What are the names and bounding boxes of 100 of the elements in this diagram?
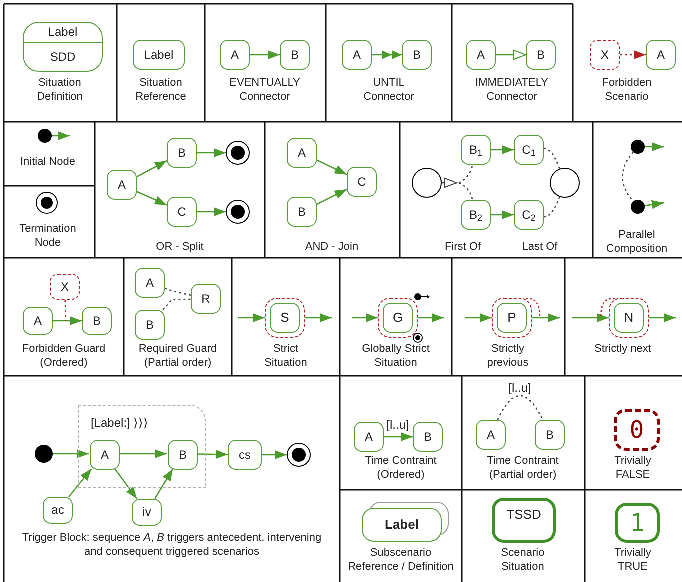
caption: Trigger Block: sequence A, B triggers antecedent, intervening and consequent triggered scenarios: [22, 531, 322, 559]
arrow: [496, 50, 526, 60]
trigger-block-frame: [78, 405, 206, 488]
node-label: 1: [630, 508, 645, 538]
node-label: B: [146, 318, 154, 332]
arrow: [644, 200, 664, 210]
caption: IMMEDIATELY Connector: [474, 76, 550, 104]
state-box: [23, 307, 53, 335]
termination-node: [226, 141, 250, 165]
arrow: [68, 468, 92, 498]
node-label: cs: [239, 448, 251, 462]
node-label: B: [92, 314, 101, 328]
state-box: [228, 440, 262, 470]
node-label: R: [202, 292, 210, 306]
node-label: B: [178, 448, 187, 462]
caption: OR - Split: [155, 240, 205, 254]
state-box: [167, 197, 197, 227]
caption: Last Of: [521, 240, 559, 254]
termination-node: [36, 192, 58, 214]
state-box: [43, 497, 73, 524]
caption: UNTIL Connector: [362, 76, 416, 104]
node-label: B: [178, 146, 186, 160]
caption: Subscenario Reference / Definition: [347, 546, 455, 574]
caption: First Of: [444, 240, 482, 254]
state-box: [287, 197, 317, 227]
node-label: A: [476, 48, 485, 62]
node-label: C: [358, 174, 366, 190]
state-box: [347, 167, 377, 197]
state-box: [280, 40, 310, 70]
node-label: C$_{2}$: [522, 208, 536, 222]
strict-state-box: [609, 298, 649, 338]
node-label: A: [352, 48, 361, 62]
caption: AND - Join: [304, 240, 360, 254]
node-label: G: [392, 310, 404, 326]
node-label: P: [508, 310, 516, 326]
node-label: B$_{2}$: [469, 208, 483, 222]
state-box: [133, 40, 185, 70]
arrow: [262, 450, 287, 460]
arrow: [119, 450, 167, 458]
node-label: X: [60, 280, 69, 294]
arrow: [316, 188, 348, 206]
arrow: [352, 314, 378, 322]
arrow: [52, 132, 70, 140]
forbidden-state-box: [590, 40, 620, 70]
node-label: Label: [48, 25, 78, 40]
node-label: B: [298, 204, 306, 220]
node-label: A: [100, 448, 109, 462]
node-label: B: [424, 430, 432, 444]
false-box: [614, 409, 660, 451]
caption: Time Contraint (Ordered): [364, 454, 438, 482]
state-box: [90, 440, 120, 470]
arrow: [250, 50, 280, 60]
arrow: [114, 468, 138, 500]
state-box: [413, 422, 443, 452]
node-label: Label: [144, 48, 174, 62]
arrow: [162, 298, 192, 310]
caption: Initial Node: [19, 155, 77, 169]
state-box: [535, 420, 565, 450]
definition-box: [23, 22, 103, 72]
node-label: A: [146, 276, 154, 290]
node-label: B: [536, 48, 545, 62]
arrow: [442, 178, 458, 188]
edge-label: [l..u]: [386, 419, 410, 431]
node-label: C: [178, 204, 186, 220]
arrow: [53, 316, 82, 326]
state-box: [107, 170, 137, 200]
state-box: [514, 135, 544, 165]
strict-state-box: [265, 298, 305, 338]
node-label: A: [298, 146, 306, 160]
state-box: [82, 307, 112, 335]
true-box: [615, 503, 660, 543]
state-box: [287, 138, 317, 168]
caption: Strictly previous: [486, 342, 530, 370]
node-label: B$_{1}$: [469, 142, 483, 158]
node-label: ac: [52, 503, 64, 518]
arrow: [53, 450, 89, 458]
arrow: [305, 314, 332, 322]
subscenario-box: [362, 508, 442, 542]
arrow: [197, 148, 226, 158]
node-label: Label: [385, 516, 419, 534]
forbidden-state-box: [50, 274, 80, 300]
caption: Situation Reference: [134, 76, 188, 104]
state-box: [526, 40, 556, 70]
state-box: [135, 310, 165, 340]
node-label: S: [280, 310, 290, 326]
caption: Termination Node: [18, 222, 78, 250]
caption: Globally Strict Situation: [361, 342, 431, 370]
arrow: [418, 314, 444, 322]
node-label: B: [546, 428, 554, 442]
node-label: A: [34, 314, 42, 328]
state-box: [354, 422, 384, 452]
node-label: TSSD: [506, 507, 542, 524]
state-box: [135, 268, 165, 298]
arrow: [316, 160, 348, 176]
node-label: A: [230, 48, 239, 62]
strict-state-box: [492, 298, 532, 338]
state-box: [466, 40, 496, 70]
arrow: [532, 314, 560, 322]
state-box: [402, 40, 432, 70]
node-label: A: [486, 428, 495, 442]
